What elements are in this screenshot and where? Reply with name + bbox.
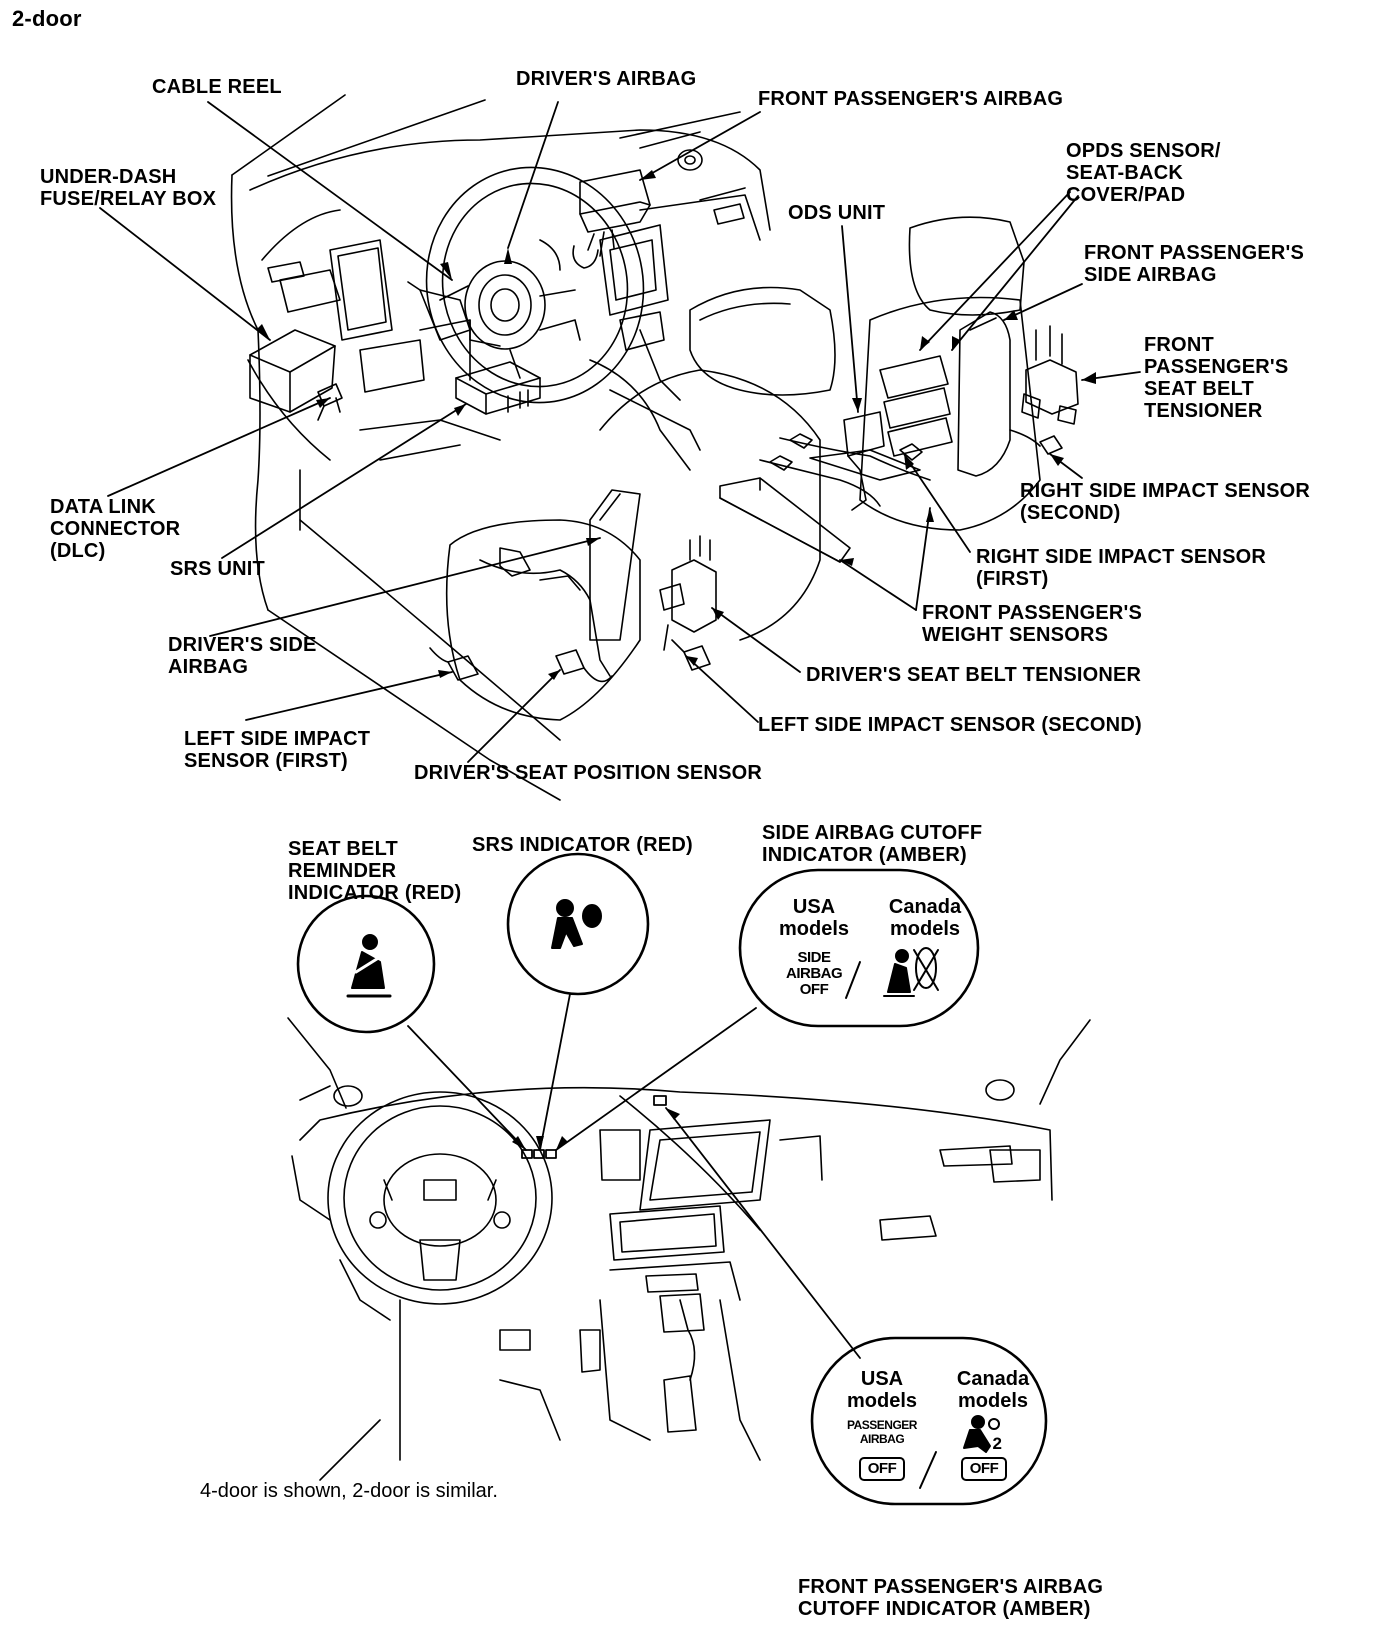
dash-steering-wheel: [328, 1092, 552, 1304]
dash-indicator-windows: [522, 1096, 666, 1158]
arrowheads-bottom: [512, 1108, 680, 1150]
label-left-side-impact-second: LEFT SIDE IMPACT SENSOR (SECOND): [758, 714, 1142, 736]
side-airbag-off-usa-icon-text: SIDE AIRBAG OFF: [786, 949, 843, 998]
label-left-side-impact-first: LEFT SIDE IMPACT SENSOR (FIRST): [184, 728, 371, 772]
srs-indicator-icon: [552, 900, 601, 948]
under-dash-fuse-relay-box: [250, 330, 335, 412]
label-front-passenger-weight-sensors: FRONT PASSENGER'S WEIGHT SENSORS: [922, 602, 1143, 646]
label-right-side-impact-first: RIGHT SIDE IMPACT SENSOR (FIRST): [976, 546, 1267, 590]
passenger-airbag-off-canada-icon: [964, 1416, 999, 1452]
srs-unit-module: [456, 362, 540, 414]
label-front-passenger-seat-belt-tensioner: FRONT PASSENGER'S SEAT BELT TENSIONER: [1144, 334, 1289, 422]
front-passenger-airbag-module: [573, 170, 650, 268]
front-passenger-seat-belt-tensioner: [1010, 326, 1078, 454]
side-cutoff-canada-models: Canada models: [888, 896, 962, 940]
passenger-airbag-usa-icon-text: PASSENGER AIRBAG: [847, 1418, 917, 1446]
label-front-passenger-side-airbag: FRONT PASSENGER'S SIDE AIRBAG: [1084, 242, 1305, 286]
leader-lines-bottom: [408, 994, 860, 1358]
cabin-outline: [232, 95, 770, 800]
side-cutoff-usa-models: USA models: [778, 896, 850, 940]
label-front-passenger-airbag-cutoff-indicator: FRONT PASSENGER'S AIRBAG CUTOFF INDICATO…: [798, 1576, 1104, 1620]
label-right-side-impact-second: RIGHT SIDE IMPACT SENSOR (SECOND): [1020, 480, 1311, 524]
label-srs-unit: SRS UNIT: [170, 558, 265, 580]
label-cable-reel: CABLE REEL: [152, 76, 282, 98]
off-text-canada: OFF: [969, 1460, 999, 1477]
seat-belt-reminder-icon: [348, 935, 390, 996]
label-front-passenger-airbag: FRONT PASSENGER'S AIRBAG: [758, 88, 1064, 110]
page-title: 2-door: [12, 6, 82, 31]
label-drivers-airbag: DRIVER'S AIRBAG: [516, 68, 697, 90]
slash-divider: [846, 962, 860, 998]
label-drivers-seat-belt-tensioner: DRIVER'S SEAT BELT TENSIONER: [806, 664, 1142, 686]
indicator-bubbles: [298, 854, 1046, 1504]
passenger-airbag-canada-icon-number: 2: [992, 1434, 1002, 1453]
passenger-seat: [720, 217, 1040, 562]
label-seat-belt-reminder-indicator: SEAT BELT REMINDER INDICATOR (RED): [288, 838, 462, 904]
leader-lines-top: [100, 102, 1140, 762]
footnote: 4-door is shown, 2-door is similar.: [200, 1480, 498, 1502]
slash-divider: [920, 1452, 936, 1488]
arrowheads-top: [256, 170, 1096, 680]
dashboard-outline: [288, 1018, 1090, 1480]
off-box-canada: [962, 1458, 1006, 1480]
off-box-usa: [860, 1458, 904, 1480]
side-airbag-off-canada-icon: [884, 948, 938, 996]
label-under-dash-fuse-relay-box: UNDER-DASH FUSE/RELAY BOX: [40, 166, 217, 210]
label-ods-unit: ODS UNIT: [788, 202, 886, 224]
steering-wheel: [405, 147, 665, 423]
passenger-cutoff-usa-models: USA models: [846, 1368, 918, 1412]
label-opds-sensor: OPDS SENSOR/ SEAT-BACK COVER/PAD: [1066, 140, 1221, 206]
left-side-impact-sensor-first-part: [430, 648, 478, 680]
label-drivers-seat-position-sensor: DRIVER'S SEAT POSITION SENSOR: [414, 762, 763, 784]
label-data-link-connector: DATA LINK CONNECTOR (DLC): [50, 496, 181, 562]
label-drivers-side-airbag: DRIVER'S SIDE AIRBAG: [168, 634, 317, 678]
off-text-usa: OFF: [867, 1460, 897, 1477]
passenger-cutoff-canada-models: Canada models: [956, 1368, 1030, 1412]
label-srs-indicator: SRS INDICATOR (RED): [472, 834, 693, 856]
label-side-airbag-cutoff-indicator: SIDE AIRBAG CUTOFF INDICATOR (AMBER): [762, 822, 983, 866]
drivers-seat-belt-tensioner: [660, 536, 716, 670]
